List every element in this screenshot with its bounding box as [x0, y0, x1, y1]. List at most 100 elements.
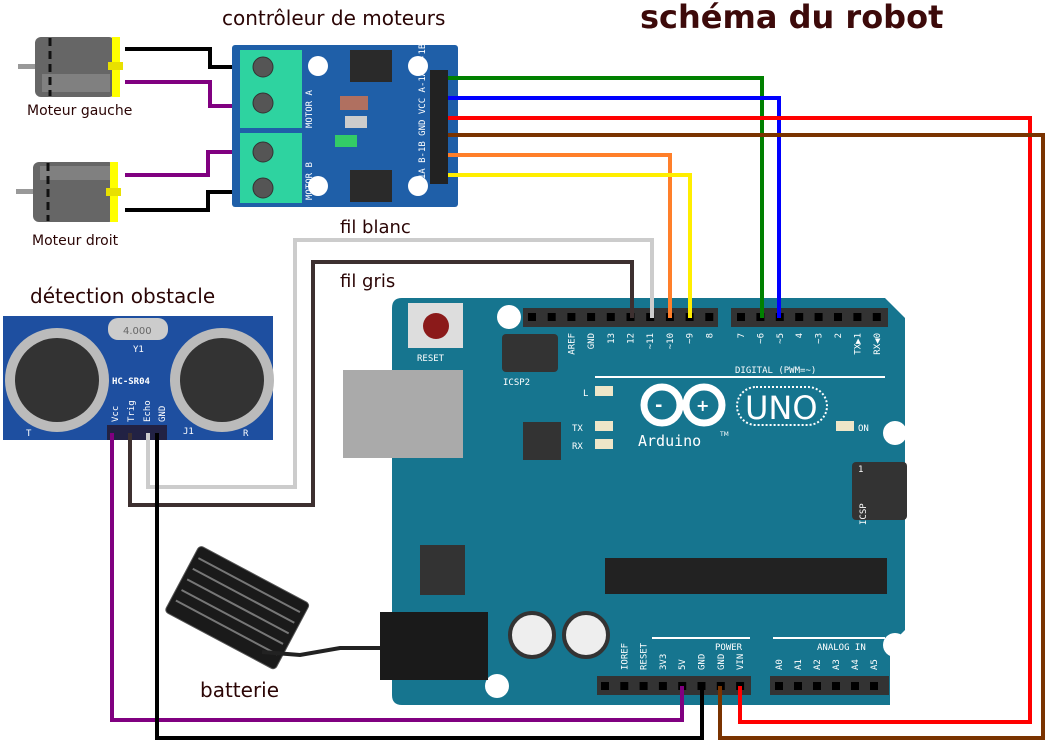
pin-label: TX▶1 [853, 333, 863, 355]
header-pin[interactable] [601, 682, 609, 690]
pin-label: RX◀0 [873, 333, 883, 355]
header-pin[interactable] [547, 313, 556, 321]
pin-label: ~3 [815, 333, 825, 344]
sensor-pin-gnd: GND [158, 406, 168, 422]
wire-brown-gnd-to-gnd [448, 133, 1045, 740]
usb-connector [343, 370, 463, 458]
header-pin[interactable] [814, 313, 823, 321]
gray-wire-label: fil gris [340, 271, 395, 292]
pin-label: ~10 [666, 333, 676, 349]
header-pin[interactable] [832, 682, 840, 690]
pin-label: A0 [775, 659, 785, 670]
header-pin[interactable] [606, 313, 615, 321]
sensor-pin-vcc: Vcc [111, 406, 121, 422]
led-rx-label: RX [572, 442, 583, 452]
motor-right-wire-purple [125, 150, 242, 177]
terminal-screw [252, 141, 274, 163]
wire-purple-vcc-to-5v [110, 433, 684, 722]
header-pin[interactable] [528, 313, 536, 321]
pin-label: RESET [640, 642, 650, 670]
terminal-screw [252, 92, 274, 114]
pin-label: ~5 [776, 333, 786, 344]
ultrasonic-sensor: 4.000 Y1 HC-SR04 T R J1 Vcc Trig Echo GN… [3, 316, 274, 440]
led-tx [595, 421, 613, 431]
header-pin[interactable] [853, 313, 862, 321]
pin-label: IOREF [620, 643, 630, 670]
analog-label: ANALOG IN [817, 643, 866, 653]
white-wire-label: fil blanc [340, 217, 411, 238]
terminal-screw [252, 56, 274, 78]
wire-blue-motor-to-pin5 [448, 96, 781, 318]
pin-label: GND [698, 654, 708, 670]
header-pin[interactable] [587, 313, 596, 321]
sensor-pin-trig: Trig [127, 400, 137, 422]
motor-left-wire-black [125, 47, 242, 69]
header-pin[interactable] [834, 313, 842, 321]
led-l [595, 386, 613, 396]
motor-right: Moteur droit [16, 162, 121, 249]
icsp-pin1-label: 1 [858, 465, 863, 475]
wire-green-motor-to-pin6 [448, 76, 764, 318]
battery-label: batterie [200, 678, 279, 702]
led-on [836, 421, 854, 431]
pin-label: A4 [851, 659, 861, 670]
pin-label: GND [587, 333, 597, 349]
pin-label: ~9 [686, 333, 696, 344]
sensor-r: R [243, 429, 249, 439]
header-pin[interactable] [851, 682, 859, 690]
pin-label: A5 [870, 659, 880, 670]
pin-label: 7 [737, 333, 747, 338]
pin-label: A2 [813, 659, 823, 670]
digital-label: DIGITAL (PWM=~) [735, 366, 816, 376]
motor-right-wire-black [125, 190, 242, 212]
uno-label: UNO [745, 389, 818, 427]
svg-text:+: + [696, 396, 709, 415]
header-pin[interactable] [705, 313, 714, 321]
terminal-screw [252, 177, 274, 199]
led-rx [595, 439, 613, 449]
wire-black-gnd-to-gnd [155, 433, 704, 740]
sensor-label: détection obstacle [30, 284, 215, 308]
pin-label: 4 [795, 333, 805, 338]
header-pin[interactable] [795, 313, 804, 321]
power-jack [380, 612, 488, 680]
arduino-uno-board: RESET ICSP2 ICSP 1 DIGITAL (PWM=~) L TX … [343, 298, 907, 705]
icsp-label: ICSP [859, 503, 869, 525]
header-pin[interactable] [794, 682, 802, 690]
pin-label: 5V [678, 659, 688, 670]
header-pin[interactable] [872, 313, 881, 321]
header-pin[interactable] [813, 682, 821, 690]
header-pin[interactable] [870, 682, 878, 690]
pin-label: 12 [627, 333, 637, 344]
motor-left: Moteur gauche [18, 37, 132, 119]
pin-label: 3V3 [659, 654, 669, 670]
power-label: POWER [715, 643, 743, 653]
header-pin[interactable] [620, 682, 629, 690]
header-pin[interactable] [639, 682, 648, 690]
reset-label: RESET [417, 354, 445, 364]
pin-label: 2 [834, 333, 844, 338]
pin-label: GND [717, 654, 727, 670]
icsp2-label: ICSP2 [503, 378, 530, 388]
sensor-model: HC-SR04 [112, 377, 151, 387]
pin-label: A3 [832, 659, 842, 670]
header-pin[interactable] [775, 682, 783, 690]
header-pin[interactable] [658, 682, 667, 690]
wire-red-vcc-to-vin [448, 116, 1032, 724]
motor-left-label: Moteur gauche [27, 103, 132, 119]
motor-b-label: MOTOR B [305, 162, 315, 200]
motor-right-label: Moteur droit [32, 233, 119, 249]
crystal-label: 4.000 [123, 326, 152, 337]
sensor-pin-echo: Echo [143, 400, 153, 422]
led-tx-label: TX [572, 424, 583, 434]
wire-white-echo-to-pin11 [146, 238, 654, 489]
pin-label: 13 [607, 333, 617, 344]
pin-label: A1 [794, 659, 804, 670]
battery-holder [165, 546, 310, 670]
header-pin[interactable] [737, 313, 745, 321]
wire-yellow-to-pin9 [448, 173, 692, 318]
header-pin[interactable] [567, 313, 576, 321]
arduino-logo: - + UNO Arduino TM [638, 383, 828, 450]
wire-orange-to-pin10 [448, 153, 672, 318]
